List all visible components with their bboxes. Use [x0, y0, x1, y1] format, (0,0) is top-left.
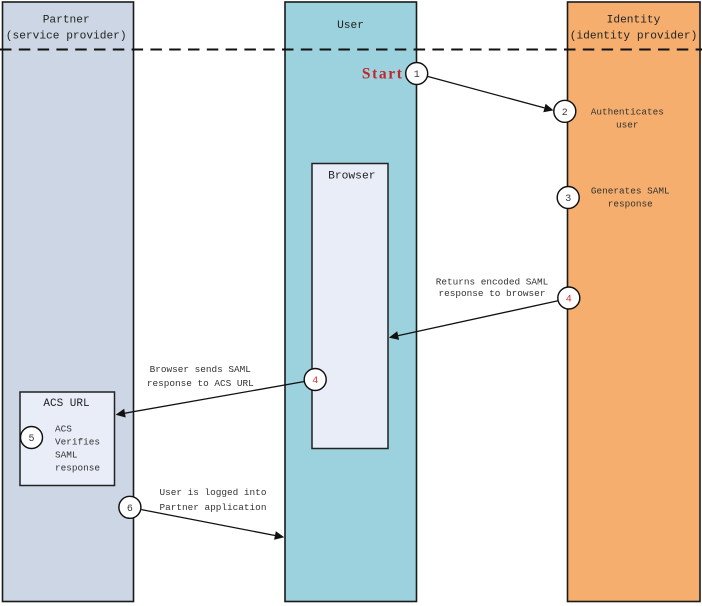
svg-text:Browser: Browser [328, 171, 375, 183]
svg-text:SAML: SAML [55, 450, 78, 461]
svg-text:Identity: Identity [607, 15, 661, 27]
svg-text:Browser sends SAML: Browser sends SAML [150, 364, 252, 375]
svg-text:Partner application: Partner application [160, 502, 267, 513]
svg-text:6: 6 [127, 504, 133, 515]
svg-text:Start: Start [362, 66, 404, 83]
svg-text:4: 4 [312, 376, 318, 387]
svg-text:User: User [337, 20, 364, 32]
svg-text:4: 4 [566, 295, 572, 306]
svg-text:Generates SAML: Generates SAML [591, 186, 670, 197]
svg-text:Authenticates: Authenticates [591, 106, 664, 117]
svg-text:User is logged into: User is logged into [160, 487, 267, 498]
svg-text:5: 5 [28, 434, 34, 445]
svg-text:Returns encoded SAML: Returns encoded SAML [436, 277, 549, 288]
svg-text:Verifies: Verifies [55, 437, 100, 448]
svg-text:Partner: Partner [43, 15, 90, 27]
svg-text:response: response [608, 199, 653, 210]
svg-text:3: 3 [565, 194, 571, 205]
svg-text:1: 1 [414, 70, 420, 81]
svg-text:response: response [55, 463, 100, 474]
svg-text:user: user [616, 119, 639, 130]
svg-text:response to browser: response to browser [439, 288, 546, 299]
svg-text:ACS URL: ACS URL [43, 398, 89, 410]
svg-text:(identity provider): (identity provider) [570, 31, 698, 43]
svg-text:ACS: ACS [55, 424, 72, 435]
svg-text:response to ACS URL: response to ACS URL [147, 378, 254, 389]
svg-text:(service provider): (service provider) [6, 31, 127, 43]
svg-text:2: 2 [562, 108, 568, 119]
